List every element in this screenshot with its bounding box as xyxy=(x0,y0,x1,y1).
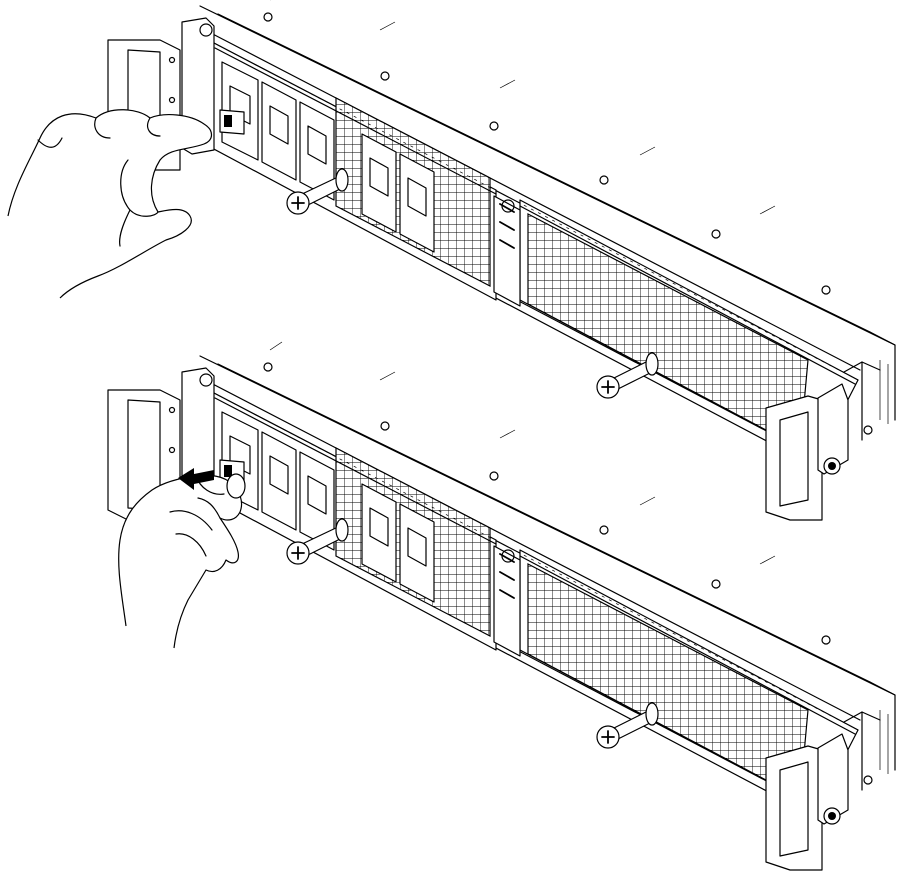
hand-grip-step-1 xyxy=(7,109,213,299)
pull-direction-arrow xyxy=(178,468,214,490)
hand-pinch-step-2 xyxy=(118,473,246,649)
